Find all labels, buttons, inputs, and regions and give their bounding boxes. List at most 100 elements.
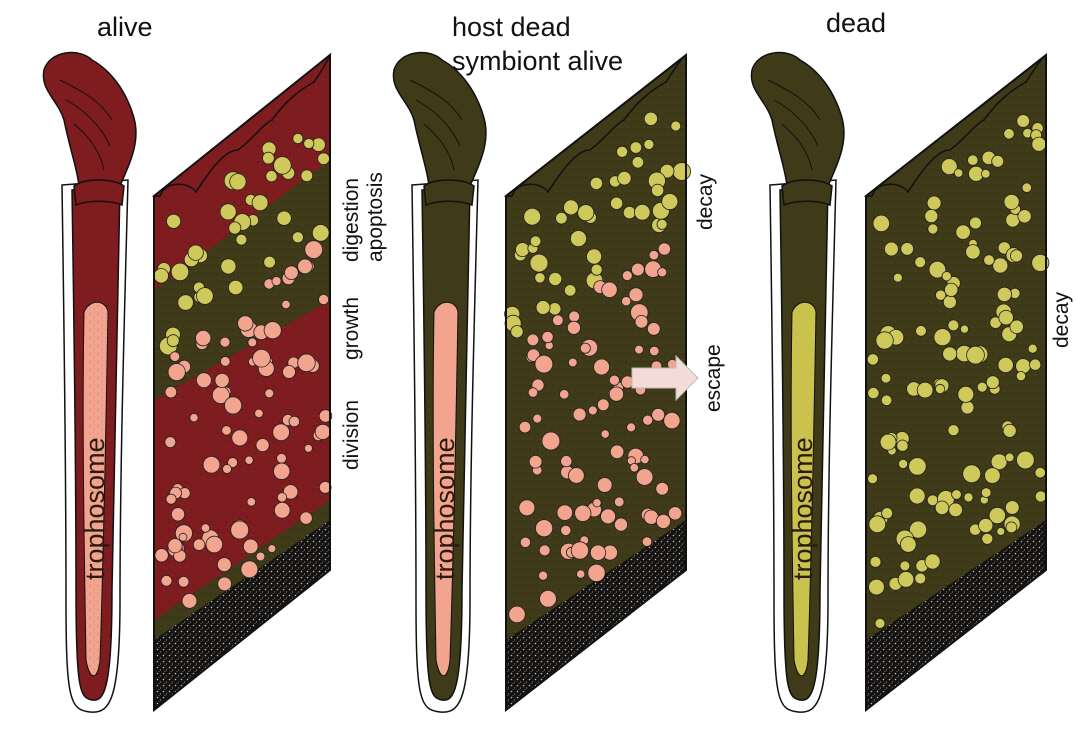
cell bbox=[1028, 344, 1037, 353]
cell bbox=[870, 556, 881, 567]
cell bbox=[981, 488, 991, 498]
cell bbox=[167, 335, 179, 347]
cell bbox=[590, 545, 605, 560]
cell bbox=[223, 465, 232, 474]
cell bbox=[618, 171, 632, 185]
cell bbox=[917, 382, 933, 398]
cell bbox=[536, 520, 553, 537]
cell bbox=[949, 503, 963, 517]
cell bbox=[222, 426, 232, 436]
cell bbox=[165, 386, 177, 398]
cell bbox=[561, 525, 571, 535]
cell bbox=[564, 200, 579, 215]
cell bbox=[943, 347, 957, 361]
cell bbox=[899, 459, 908, 468]
cell bbox=[985, 468, 1001, 484]
cell bbox=[520, 537, 530, 547]
cell bbox=[569, 468, 585, 484]
cell bbox=[609, 387, 623, 401]
cell bbox=[220, 337, 230, 347]
cell bbox=[968, 155, 979, 166]
cell bbox=[225, 397, 242, 414]
panel-dead bbox=[751, 53, 1048, 713]
cell bbox=[533, 414, 542, 423]
cell bbox=[982, 533, 993, 544]
cell bbox=[952, 490, 962, 500]
cell bbox=[652, 408, 665, 421]
cell bbox=[610, 197, 622, 209]
cell bbox=[197, 288, 214, 305]
cell bbox=[549, 303, 561, 315]
cell bbox=[292, 232, 303, 243]
cell bbox=[539, 571, 548, 580]
cell bbox=[217, 558, 231, 572]
cell bbox=[265, 389, 274, 398]
cell bbox=[274, 157, 292, 175]
cell bbox=[573, 408, 586, 421]
cell bbox=[647, 323, 660, 336]
cell bbox=[981, 169, 990, 178]
cell bbox=[656, 514, 670, 528]
cell bbox=[228, 280, 243, 295]
cell bbox=[248, 338, 257, 347]
cell bbox=[591, 264, 602, 275]
cell bbox=[179, 533, 187, 541]
cell bbox=[305, 241, 323, 259]
cell bbox=[943, 295, 956, 308]
cell bbox=[318, 153, 330, 165]
cell bbox=[1005, 501, 1019, 515]
cell bbox=[935, 384, 944, 393]
cell bbox=[519, 421, 531, 433]
cell bbox=[221, 259, 236, 274]
cell bbox=[220, 204, 236, 220]
cell bbox=[577, 570, 585, 578]
cell bbox=[614, 497, 624, 507]
cell bbox=[630, 463, 639, 472]
cell bbox=[998, 357, 1013, 372]
cell bbox=[642, 537, 652, 547]
cell bbox=[293, 133, 303, 143]
cell bbox=[188, 245, 203, 260]
cell bbox=[966, 245, 981, 260]
cell bbox=[575, 505, 591, 521]
cell bbox=[881, 373, 891, 383]
cell bbox=[963, 465, 981, 483]
cell bbox=[272, 277, 281, 286]
cell bbox=[571, 542, 588, 559]
cell bbox=[657, 219, 667, 229]
cell bbox=[662, 194, 678, 210]
cell bbox=[900, 537, 916, 553]
cell bbox=[909, 488, 925, 504]
cell bbox=[869, 516, 886, 533]
cell bbox=[178, 295, 194, 311]
cell bbox=[925, 554, 940, 569]
cell bbox=[298, 259, 313, 274]
cell bbox=[609, 375, 619, 385]
cell bbox=[977, 382, 987, 392]
cell bbox=[997, 528, 1005, 536]
cell bbox=[274, 502, 290, 518]
side-label-growth: growth bbox=[340, 297, 364, 360]
worm-collar bbox=[424, 180, 474, 205]
cell bbox=[873, 215, 890, 232]
cell bbox=[588, 406, 597, 415]
worm-plume bbox=[751, 53, 844, 194]
cell bbox=[516, 243, 530, 257]
cell bbox=[528, 388, 538, 398]
cell bbox=[171, 263, 189, 281]
cell bbox=[283, 365, 296, 378]
cell bbox=[1018, 210, 1031, 223]
cell bbox=[277, 211, 291, 225]
cell bbox=[193, 539, 205, 551]
cell bbox=[201, 524, 210, 533]
cell bbox=[1003, 424, 1016, 437]
cell bbox=[948, 425, 959, 436]
cell bbox=[556, 212, 568, 224]
cell bbox=[1016, 371, 1025, 380]
cell bbox=[304, 444, 312, 452]
cell bbox=[268, 545, 276, 553]
cell bbox=[263, 152, 275, 164]
trophosome-label: trophosome bbox=[430, 437, 461, 580]
cell bbox=[1017, 451, 1035, 469]
cell bbox=[273, 424, 290, 441]
